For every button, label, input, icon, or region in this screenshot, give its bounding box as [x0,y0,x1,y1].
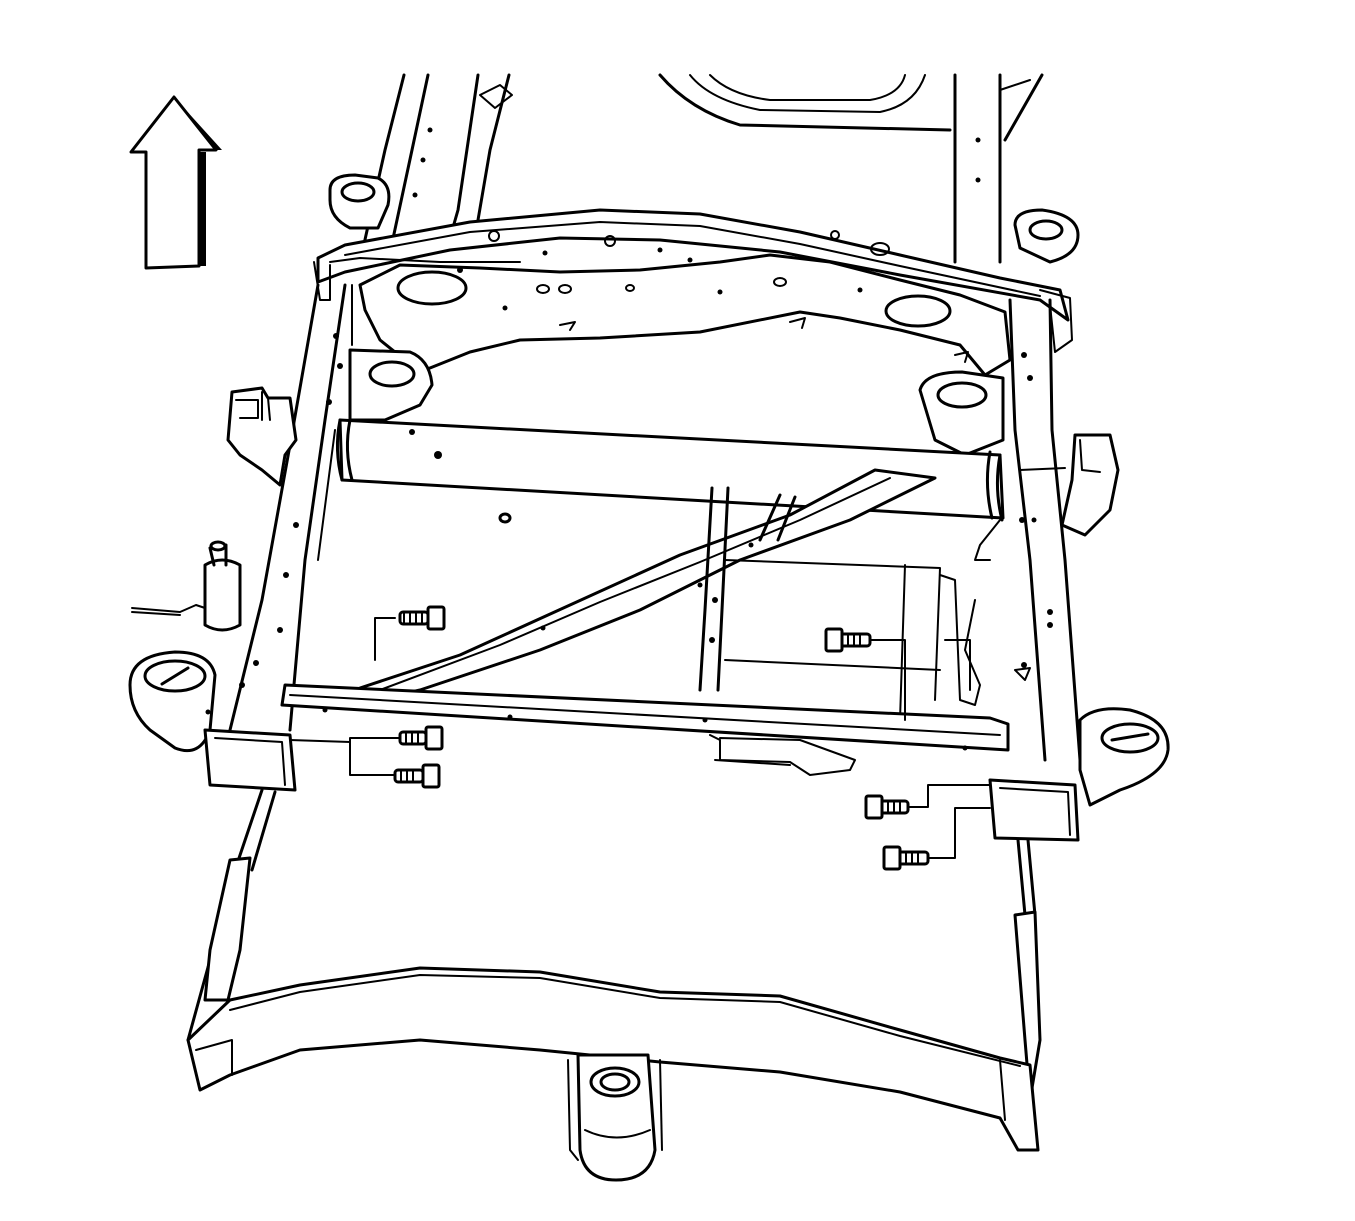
bolt-small-left-center [498,512,512,524]
frame-rail-right-center [1008,298,1082,762]
upper-frame-rail-right [953,73,1044,264]
front-tow-component [567,1053,663,1182]
bolt-lower-left-2 [393,763,441,789]
upper-tank-outline [658,73,952,132]
bolt-upper-left [398,605,446,631]
frame-rail-end-left [203,728,351,792]
front-crossmember [186,966,1040,1152]
lower-crossmember-bar [280,617,1010,752]
body-mount-lower-right [1078,707,1170,807]
shock-absorber-left [131,540,242,632]
upper-crossmember [313,208,1073,353]
hanger-bracket [709,734,856,776]
up-arrow-icon [129,95,222,270]
crossmember-mount-pad-left [348,348,434,422]
body-mount-bracket-left [226,386,298,487]
body-mount-upper-right [1013,208,1080,264]
rivet-dots [205,247,1037,715]
bolt-lower-right-1 [864,784,991,820]
crossmember-mount-pad-right [918,370,1005,457]
bolt-center-right [824,627,906,721]
frame-rail-right-lower [1013,838,1042,1102]
body-mount-lower-left [128,650,217,753]
frame-rail-end-right [988,778,1080,842]
bolt-lower-left-1 [349,725,444,776]
transmission-support [698,486,981,721]
body-mount-bracket-right [1019,433,1120,537]
frame-rail-left-center [228,283,353,732]
body-mount-upper-left [328,173,391,230]
bolt-lower-right-2 [882,807,991,871]
